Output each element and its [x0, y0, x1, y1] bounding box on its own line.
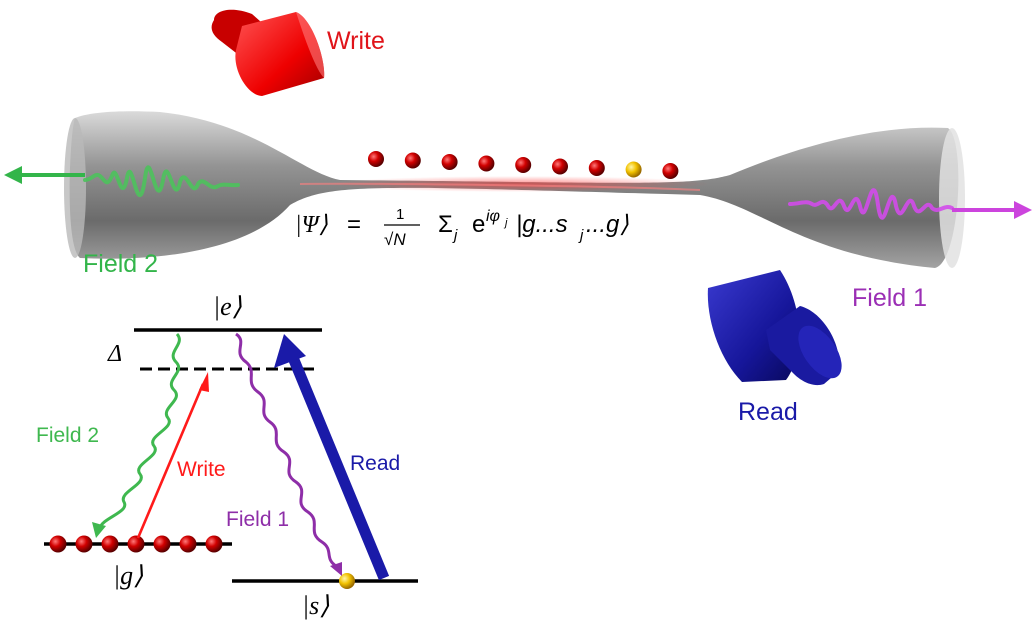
write-transition-arrow	[136, 372, 209, 539]
level-e-label: |e⟩	[213, 292, 242, 321]
eq-ket-end: ...g⟩	[586, 211, 629, 238]
atom	[588, 160, 605, 176]
ground-atom	[49, 535, 67, 553]
eq-exp-base: e	[472, 211, 485, 238]
tapered-fiber	[64, 111, 965, 268]
ground-atom	[75, 535, 93, 553]
read-beam-arrow	[707, 270, 842, 386]
atom	[441, 154, 458, 170]
field1-transition-arrow	[235, 332, 342, 576]
field2-transition-arrow	[92, 332, 181, 538]
ground-atom	[127, 535, 145, 553]
write-label: Write	[327, 27, 385, 55]
eq-exp-sup-sub: j	[503, 217, 508, 229]
field1-wave	[788, 188, 954, 220]
state-equation: |Ψ⟩ = 1 √N Σ j e iφ j |g...s j ...g⟩	[295, 206, 629, 249]
fiber-left-face	[64, 118, 86, 258]
atom	[552, 158, 568, 175]
fiber-right-face	[939, 128, 965, 268]
fiber-atom-chain	[368, 151, 679, 179]
storage-atom	[339, 573, 355, 589]
ground-atom-row	[49, 535, 223, 553]
ground-atom	[205, 535, 223, 553]
field2-output-arrow	[4, 166, 85, 184]
atom	[368, 151, 384, 167]
eq-sum: Σ	[438, 211, 453, 238]
field2-wave	[83, 165, 240, 198]
read-label: Read	[738, 398, 798, 426]
fiber-waist-highlight	[299, 182, 701, 191]
write-beam-arrow	[211, 9, 325, 96]
ground-atom	[101, 535, 119, 553]
level-s-label: |s⟩	[302, 591, 329, 620]
excited-atom	[625, 161, 642, 178]
field2-label: Field 2	[83, 250, 158, 278]
eq-ket-sub: j	[578, 227, 584, 244]
eq-exp-sup: iφ	[486, 208, 500, 225]
field1-output-arrow	[952, 201, 1032, 219]
atom	[478, 155, 495, 172]
ground-atom	[179, 535, 197, 553]
eq-sum-sub: j	[452, 227, 458, 244]
eq-psi: |Ψ⟩	[295, 212, 328, 238]
eq-frac-num: 1	[396, 206, 404, 223]
ground-atom	[153, 535, 171, 553]
read-transition-arrow	[274, 334, 390, 581]
atom	[662, 163, 679, 179]
energy-level-diagram: |e⟩ Δ |g⟩ |s⟩ Write Read Field 2	[36, 292, 418, 620]
eq-ket-start: |g...s	[516, 211, 568, 238]
write-transition-label: Write	[177, 458, 226, 481]
level-g-label: |g⟩	[113, 561, 143, 590]
field2-transition-label: Field 2	[36, 424, 99, 447]
atom	[515, 157, 532, 173]
eq-equals: =	[347, 211, 361, 238]
field1-label: Field 1	[852, 284, 927, 312]
field1-transition-label: Field 1	[226, 508, 289, 531]
atom	[404, 152, 421, 169]
read-transition-label: Read	[350, 452, 400, 475]
eq-frac-den: √N	[384, 230, 406, 249]
detuning-label: Δ	[107, 341, 122, 367]
